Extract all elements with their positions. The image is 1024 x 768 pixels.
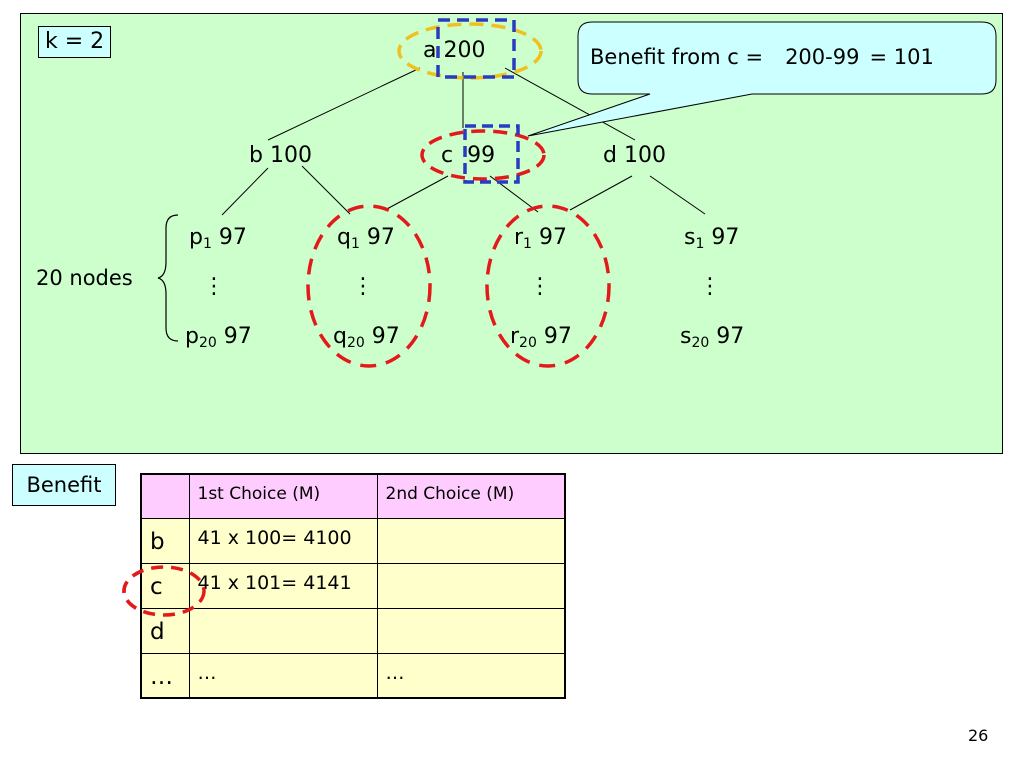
node-r-last: r20 97	[510, 324, 572, 351]
table-cell	[376, 607, 566, 654]
table-cell: 41 x 101= 4141	[188, 562, 378, 609]
node-letter: a	[423, 38, 437, 63]
table-cell	[376, 562, 566, 609]
leaf-sub: 20	[346, 335, 365, 351]
highlight-a-blue	[436, 18, 516, 79]
table-cell: b	[140, 517, 190, 564]
leaf-sub: 20	[691, 335, 710, 351]
table-cell: …	[140, 652, 190, 699]
table-row: b 41 x 100= 4100	[140, 517, 566, 564]
leaf-value: 97	[218, 225, 247, 250]
table-row: … … …	[140, 652, 566, 699]
ellipsis-p: ⋮	[203, 274, 225, 299]
node-letter: d	[603, 143, 617, 168]
table-header-cell: 1st Choice (M)	[188, 473, 378, 519]
callout-result: = 101	[869, 45, 934, 69]
edge-d-s	[649, 175, 706, 215]
leaf-value: 97	[223, 324, 252, 349]
node-value: 99	[467, 143, 496, 168]
k-label: k = 2	[38, 26, 112, 59]
edge-b-p	[221, 167, 269, 216]
leaf-value: 97	[366, 225, 395, 250]
leaf-letter: s	[680, 324, 692, 349]
leaf-value: 97	[711, 225, 740, 250]
table-cell: …	[376, 652, 566, 699]
table-row: c 41 x 101= 4141	[140, 562, 566, 609]
node-letter: c	[441, 143, 454, 168]
table-cell: c	[140, 562, 190, 609]
brace	[157, 214, 179, 342]
table-row: d	[140, 607, 566, 654]
leaf-sub: 1	[695, 236, 705, 252]
table-header-row: 1st Choice (M) 2nd Choice (M)	[140, 473, 566, 519]
group-label: 20 nodes	[36, 266, 133, 290]
leaf-sub: 20	[519, 335, 537, 351]
ellipsis-q: ⋮	[352, 274, 374, 299]
leaf-value: 97	[543, 324, 572, 349]
edge-c-q	[384, 175, 449, 211]
node-q-last: q20 97	[333, 324, 400, 351]
leaf-value: 97	[371, 324, 400, 349]
edge-b-q	[301, 165, 351, 215]
node-s-last: s20 97	[680, 324, 745, 351]
node-value: 100	[623, 143, 666, 168]
benefit-label: Benefit	[12, 464, 116, 506]
node-b: b 100	[249, 145, 312, 167]
table-cell: …	[188, 652, 378, 699]
node-q-first: q1 97	[337, 225, 395, 252]
leaf-letter: q	[333, 324, 347, 349]
table-header-cell: 2nd Choice (M)	[376, 473, 566, 519]
leaf-sub: 1	[202, 236, 212, 252]
callout-bubble	[527, 21, 997, 137]
table-cell	[188, 607, 378, 654]
leaf-sub: 1	[350, 236, 360, 252]
callout-expr: 200-99	[785, 45, 860, 69]
callout-text: Benefit from c = 200-99 = 101	[590, 45, 934, 69]
ellipsis-s: ⋮	[699, 274, 721, 299]
edge-d-r	[569, 175, 633, 211]
leaf-sub: 1	[523, 236, 532, 252]
table-cell	[376, 517, 566, 564]
node-d: d 100	[603, 145, 666, 167]
table-header-cell	[140, 473, 190, 519]
highlight-c-red	[420, 129, 546, 181]
table-cell: 41 x 100= 4100	[188, 517, 378, 564]
node-p-first: p1 97	[189, 225, 247, 252]
node-letter: b	[249, 143, 263, 168]
node-c: c 99	[441, 145, 495, 167]
node-a: a 200	[423, 40, 485, 62]
node-value: 100	[269, 143, 312, 168]
page-number: 26	[968, 726, 989, 745]
node-r-first: r1 97	[514, 225, 567, 252]
node-s-first: s1 97	[684, 225, 740, 252]
leaf-letter: q	[337, 225, 351, 250]
highlight-c-blue	[463, 124, 520, 184]
leaf-letter: r	[514, 225, 524, 250]
highlight-a-gold	[397, 22, 543, 80]
leaf-letter: p	[189, 225, 203, 250]
node-value: 200	[443, 38, 486, 63]
benefit-table: 1st Choice (M) 2nd Choice (M) b 41 x 100…	[140, 473, 566, 699]
edge-a-b	[267, 67, 421, 141]
callout-prefix: Benefit from c =	[590, 45, 764, 69]
leaf-value: 97	[716, 324, 745, 349]
leaf-letter: r	[510, 324, 520, 349]
leaf-letter: s	[684, 225, 696, 250]
ellipsis-r: ⋮	[529, 274, 551, 299]
edge-a-d	[504, 67, 636, 141]
leaf-letter: p	[185, 324, 199, 349]
table-cell: d	[140, 607, 190, 654]
leaf-sub: 20	[198, 335, 217, 351]
highlight-q-group	[306, 204, 432, 368]
node-p-last: p20 97	[185, 324, 252, 351]
highlight-r-group	[485, 204, 611, 368]
leaf-value: 97	[538, 225, 567, 250]
